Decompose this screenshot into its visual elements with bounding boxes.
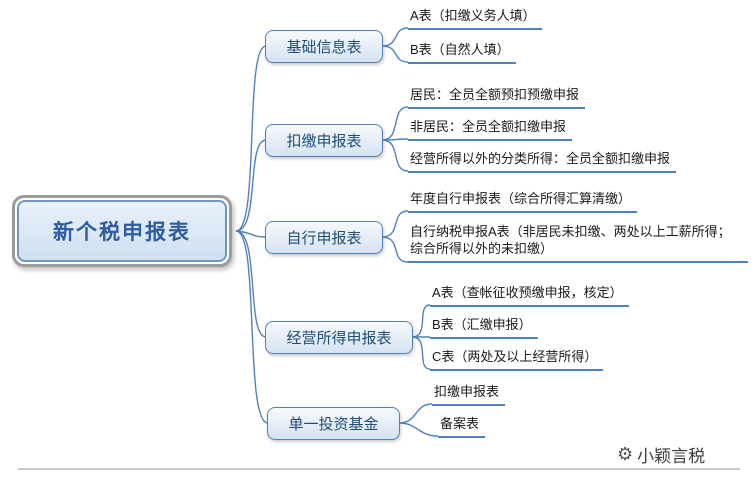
watermark: ⚙ 小颖言税 (617, 442, 705, 467)
bottom-divider (18, 468, 740, 470)
leaf-self-form-a: 自行纳税申报A表（非居民未扣缴、两处以上工薪所得；综合所得以外的未扣缴） (408, 224, 748, 263)
leaf-business-a: A表（查帐征收预缴申报，核定） (430, 285, 629, 307)
leaf-basic-a: A表（扣缴义务人填） (408, 8, 542, 30)
leaf-annual-self: 年度自行申报表（综合所得汇算清缴） (408, 191, 638, 213)
leaf-nonresident: 非居民：全员全额扣缴申报 (408, 119, 573, 141)
leaf-fund-withholding: 扣缴申报表 (432, 384, 506, 406)
gear-logo-icon: ⚙ (617, 444, 634, 464)
leaf-classified-income: 经营所得以外的分类所得：全员全额扣缴申报 (408, 151, 677, 173)
branch-self-declaration: 自行申报表 (265, 221, 383, 254)
leaf-resident: 居民：全员全额预扣预缴申报 (408, 87, 586, 109)
watermark-text: 小颖言税 (637, 447, 706, 466)
root-node: 新个税申报表 (12, 195, 232, 267)
branch-withholding: 扣缴申报表 (265, 124, 383, 157)
branch-basic-info: 基础信息表 (265, 30, 383, 63)
branch-single-fund: 单一投资基金 (267, 407, 400, 440)
leaf-business-c: C表（两处及以上经营所得） (430, 349, 604, 371)
leaf-fund-record: 备案表 (438, 416, 486, 438)
leaf-business-b: B表（汇缴申报） (430, 317, 538, 339)
root-node-label: 新个税申报表 (17, 200, 227, 262)
branch-business-income: 经营所得申报表 (265, 321, 413, 354)
leaf-basic-b: B表（自然人填） (408, 42, 516, 64)
